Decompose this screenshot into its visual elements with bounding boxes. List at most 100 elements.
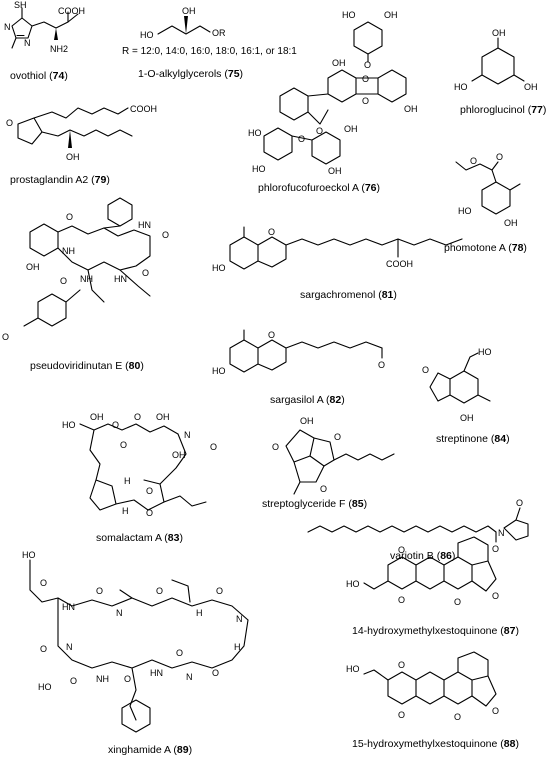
structure-86: O N O	[307, 498, 529, 554]
compound-79: O COOH OH prostaglandin A2 (79)	[0, 90, 230, 190]
atom-label: HO	[478, 347, 492, 357]
structure-83: OH HO O O O OH N OH O H H O O	[62, 412, 217, 518]
atom-label: O	[142, 268, 149, 278]
compound-74: SH COOH NH2 N N ovothiol (74)	[0, 0, 115, 90]
atom-label: O	[364, 60, 371, 70]
atom-label: O	[298, 134, 305, 144]
atom-label: HO	[22, 550, 36, 560]
atom-label: O	[272, 442, 279, 452]
atom-label: O	[2, 332, 9, 342]
structure-74	[11, 7, 79, 49]
compound-83: OH HO O O O OH N OH O H H O O somalactam…	[60, 410, 245, 550]
compound-name: 14-hydroxymethylxestoquinone	[352, 625, 498, 637]
atom-label: N	[4, 22, 11, 32]
atom-label: OH	[172, 450, 186, 460]
structure-77: OH HO OH	[454, 28, 538, 92]
atom-label: OH	[90, 412, 104, 422]
compound-80: O NH HN O OH NH O HN O O pseudoviridinut…	[0, 190, 210, 400]
atom-label: HO	[62, 420, 76, 430]
atom-label: N	[116, 608, 123, 618]
atom-label: O	[378, 360, 385, 370]
atom-label: N	[498, 528, 505, 538]
atom-label: O	[454, 597, 461, 607]
compound-name: phloroglucinol	[460, 104, 525, 116]
structure-79: O COOH OH	[6, 104, 157, 162]
compound-87: O HO O O O 14-hydroxymethylxestoquinone …	[340, 535, 550, 645]
compound-caption: pseudoviridinutan E (80)	[30, 360, 144, 372]
atom-label: HO	[212, 263, 226, 273]
compound-caption: 15-hydroxymethylxestoquinone (88)	[352, 738, 519, 750]
atom-label: OH	[26, 262, 40, 272]
atom-label: O	[134, 412, 141, 422]
atom-label: OH	[328, 166, 342, 176]
atom-label: HO	[342, 10, 356, 20]
atom-label: O	[320, 484, 327, 494]
structure-84: HO O OH	[422, 347, 492, 423]
atom-label: OH	[404, 104, 418, 114]
compound-name: streptinone	[436, 433, 488, 445]
atom-label: OH	[460, 413, 474, 423]
structure-89	[29, 559, 249, 733]
compound-number: 81	[381, 289, 394, 301]
compound-caption: ovothiol (74)	[10, 70, 68, 82]
atom-label: O	[516, 498, 523, 508]
compound-name: prostaglandin A2	[10, 174, 89, 186]
atom-label: H	[124, 476, 131, 486]
atom-label: O	[268, 227, 275, 237]
atom-label: O	[162, 230, 169, 240]
structure-82: HO O O	[212, 329, 385, 376]
atom-label: HO	[252, 164, 266, 174]
atom-label: O	[334, 432, 341, 442]
structure-75: OH HO OR	[140, 6, 226, 40]
compound-number: 80	[128, 360, 141, 372]
compound-name: somalactam A	[96, 532, 162, 544]
compound-caption: somalactam A (83)	[96, 532, 183, 544]
structure-85: OH O O O	[272, 416, 395, 495]
compound-name: phlorofucofuroeckol A	[258, 182, 359, 194]
compound-name: 1-O-alkylglycerols	[138, 68, 222, 80]
atom-label: HO	[140, 30, 154, 40]
compound-number: 86	[440, 550, 452, 562]
atom-label: COOH	[130, 104, 157, 114]
atom-label: OH	[492, 28, 506, 38]
atom-label: O	[156, 586, 163, 596]
atom-label: O	[112, 420, 119, 430]
compound-78: O O HO OH phomotone A (78)	[440, 150, 550, 260]
atom-label: NH	[96, 674, 109, 684]
atom-label: HN	[114, 274, 127, 284]
atom-label: SH	[14, 0, 27, 10]
atom-label: O	[496, 152, 503, 162]
atom-label: O	[40, 644, 47, 654]
atom-label: OH	[156, 412, 170, 422]
compound-77: OH HO OH phloroglucinol (77)	[448, 20, 550, 150]
compound-86: O N O variotin B (86)	[300, 490, 550, 570]
atom-label: O	[146, 486, 153, 496]
atom-label: HN	[150, 668, 163, 678]
compound-name: sargasilol A	[270, 394, 324, 406]
compound-caption: 1-O-alkylglycerols (75)	[138, 68, 244, 80]
compound-caption: sargachromenol (81)	[300, 289, 397, 301]
compound-number: 85	[351, 498, 364, 510]
compound-number: 82	[329, 394, 342, 406]
compound-caption: xinghamide A (89)	[108, 744, 193, 756]
compound-number: 84	[494, 433, 507, 445]
compound-name: variotin B	[390, 550, 434, 562]
atom-label: OH	[384, 10, 398, 20]
structure-81: HO O COOH	[212, 226, 463, 273]
compound-name: sargachromenol	[300, 289, 376, 301]
structure-87: O HO O O O	[346, 536, 499, 607]
atom-label: O	[398, 660, 405, 670]
atom-label: O	[362, 74, 369, 84]
atom-label: N	[186, 672, 193, 682]
atom-label: O	[120, 440, 127, 450]
compound-caption: sargasilol A (82)	[270, 394, 345, 406]
atom-label: OH	[332, 58, 346, 68]
compound-caption: streptinone (84)	[436, 433, 510, 445]
structure-88: HO O O O O	[346, 651, 499, 722]
atom-label: H	[122, 506, 129, 516]
atom-label: O	[268, 330, 275, 340]
atom-label: OH	[182, 6, 196, 16]
atom-label: OH	[300, 416, 314, 426]
atom-label: O	[66, 212, 73, 222]
atom-label: OH	[344, 124, 358, 134]
